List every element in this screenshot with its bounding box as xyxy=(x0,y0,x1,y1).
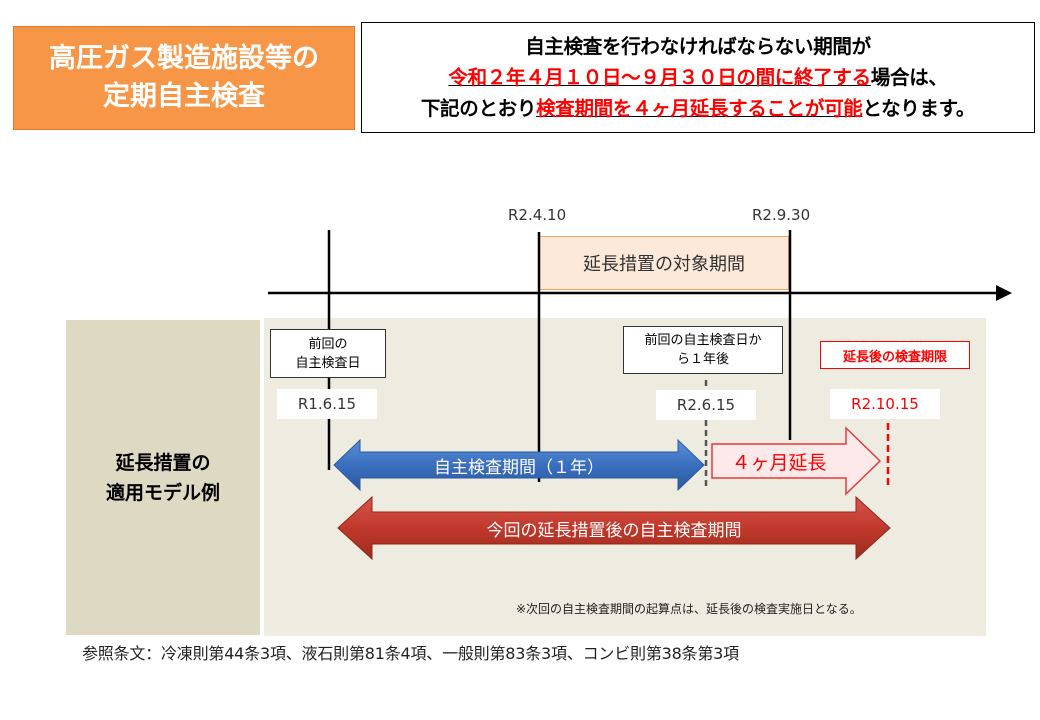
model-label-line1: 延長措置の xyxy=(115,451,211,474)
one-year-date: R2.6.15 xyxy=(656,390,756,420)
prev-inspection-date: R1.6.15 xyxy=(277,389,377,419)
notice-line2-rest: 場合は、 xyxy=(870,66,948,89)
new-period-label: 今回の延長措置後の自主検査期間 xyxy=(486,520,742,541)
notice-line3-post: となります。 xyxy=(862,97,976,120)
notice-line3-emphasis: 検査期間を４ヶ月延長することが可能 xyxy=(536,97,863,120)
notice-box: 自主検査を行わなければならない期間が 令和２年４月１０日～９月３０日の間に終了す… xyxy=(361,22,1035,133)
title-line2: 定期自主検査 xyxy=(103,81,265,112)
one-year-callout: 前回の自主検査日か ら１年後 xyxy=(623,326,783,374)
prev-inspection-line1: 前回の xyxy=(308,336,348,352)
extension-label: ４ヶ月延長 xyxy=(731,451,827,474)
prev-inspection-callout: 前回の 自主検査日 xyxy=(270,329,386,378)
title-box: 高圧ガス製造施設等の 定期自主検査 xyxy=(13,26,355,130)
deadline-callout: 延長後の検査期限 xyxy=(820,341,970,369)
extension-arrow xyxy=(711,426,882,496)
notice-line3: 下記のとおり検査期間を４ヶ月延長することが可能となります。 xyxy=(420,93,976,124)
title-line1: 高圧ガス製造施設等の xyxy=(49,43,319,74)
new-period-arrow xyxy=(337,495,891,561)
target-period-box: 延長措置の対象期間 xyxy=(539,236,789,290)
date-start-label: R2.4.10 xyxy=(508,206,567,224)
one-year-line1: 前回の自主検査日か xyxy=(644,333,762,348)
inspection-period-arrow xyxy=(333,438,705,492)
notice-line1: 自主検査を行わなければならない期間が xyxy=(525,35,871,58)
model-label-line2: 適用モデル例 xyxy=(105,481,220,504)
date-end-label: R2.9.30 xyxy=(752,206,811,224)
prev-inspection-line2: 自主検査日 xyxy=(295,355,361,371)
notice-line2-emphasis: 令和２年４月１０日～９月３０日の間に終了する xyxy=(448,66,871,89)
one-year-line2: ら１年後 xyxy=(676,352,729,367)
timeline-arrowhead xyxy=(996,285,1012,301)
inspection-period-label: 自主検査期間（１年） xyxy=(434,457,604,478)
reference-text: 参照条文：冷凍則第44条3項、液石則第81条4項、一般則第83条3項、コンビ則第… xyxy=(82,644,739,663)
notice-line3-pre: 下記のとおり xyxy=(420,97,537,120)
deadline-date: R2.10.15 xyxy=(830,389,940,419)
notice-line2: 令和２年４月１０日～９月３０日の間に終了する場合は、 xyxy=(448,62,948,93)
model-label-panel: 延長措置の 適用モデル例 xyxy=(66,320,260,635)
footnote: ※次回の自主検査期間の起算点は、延長後の検査実施日となる。 xyxy=(516,602,862,616)
